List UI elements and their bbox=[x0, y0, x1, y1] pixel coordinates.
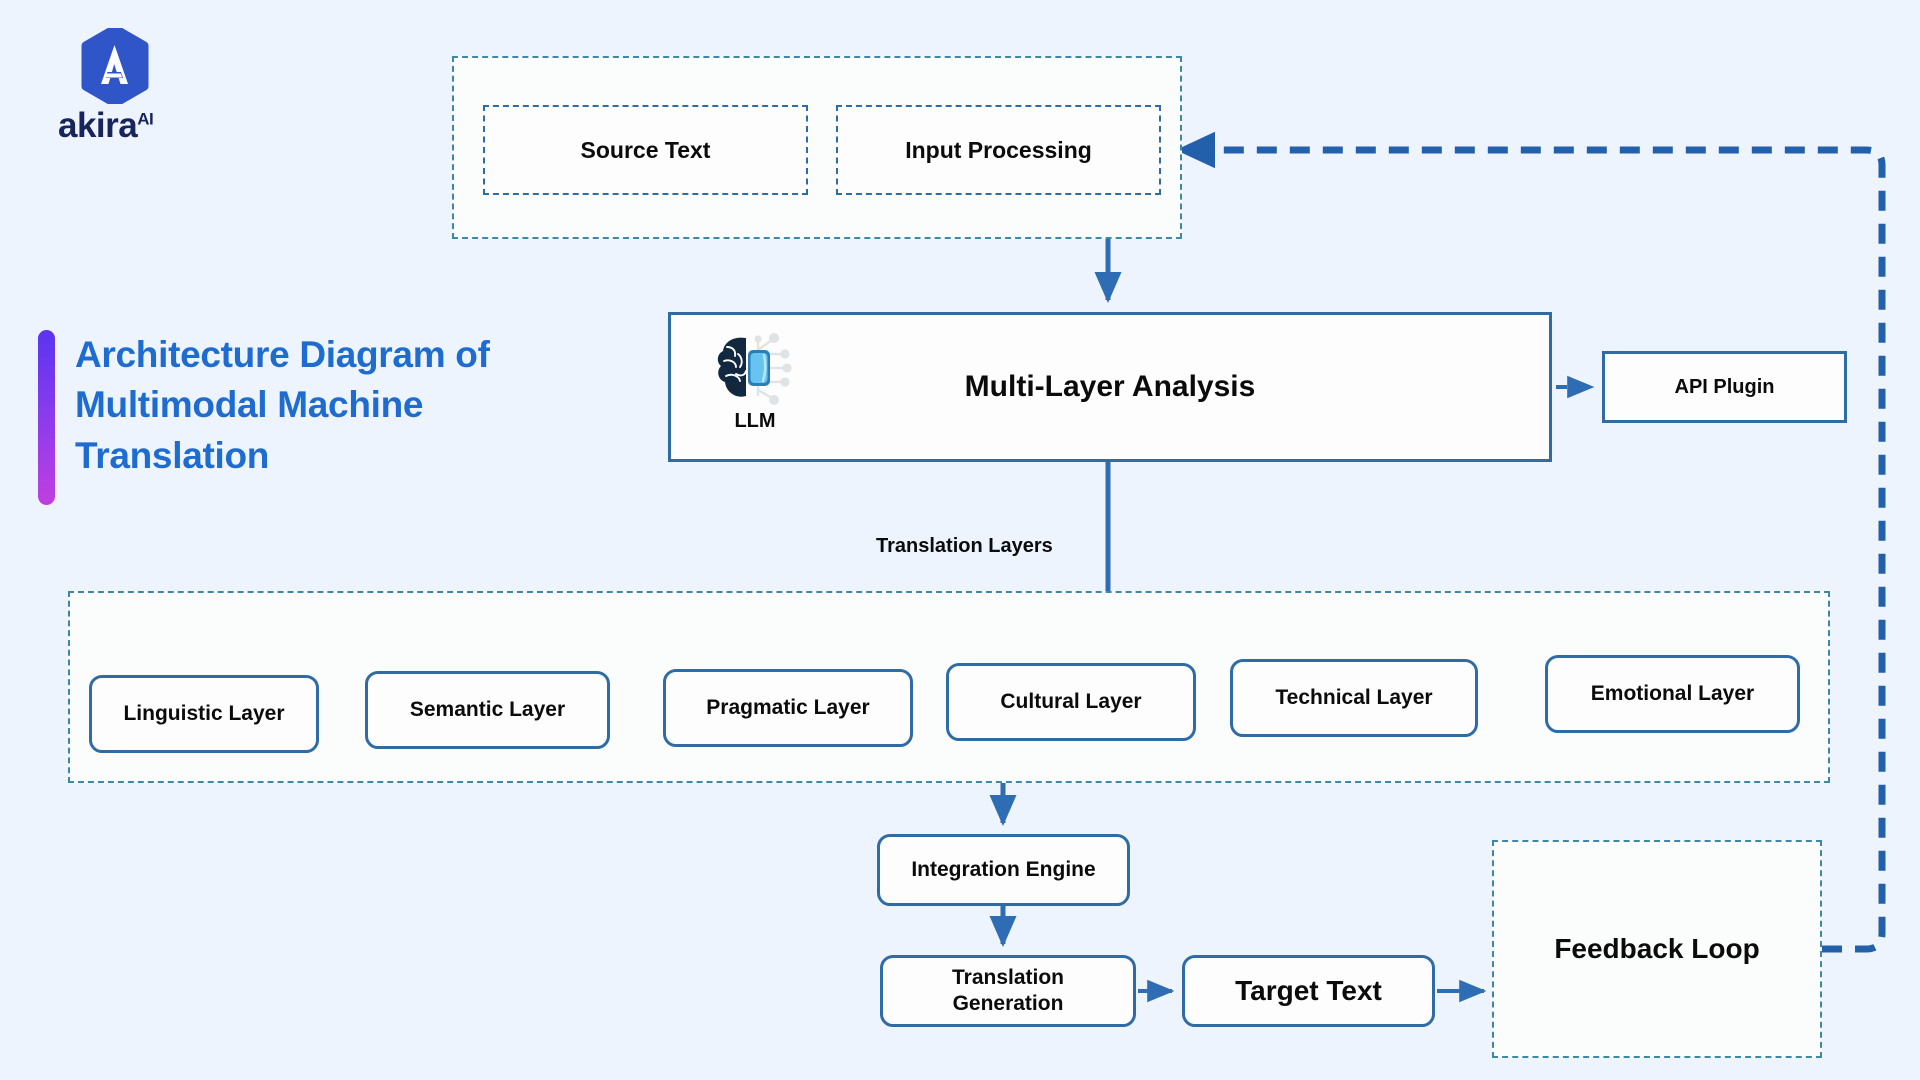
node-input-processing[interactable]: Input Processing bbox=[836, 105, 1161, 195]
node-linguistic-layer[interactable]: Linguistic Layer bbox=[89, 675, 319, 753]
node-technical-layer[interactable]: Technical Layer bbox=[1230, 659, 1478, 737]
node-pragmatic-layer[interactable]: Pragmatic Layer bbox=[663, 669, 913, 747]
brand-wordmark: akiraAI bbox=[58, 106, 154, 146]
node-integration-engine[interactable]: Integration Engine bbox=[877, 834, 1130, 906]
node-api-plugin[interactable]: API Plugin bbox=[1602, 351, 1847, 423]
node-target-text[interactable]: Target Text bbox=[1182, 955, 1435, 1027]
brand-wordmark-text: akira bbox=[58, 106, 138, 145]
page-title: Architecture Diagram of Multimodal Machi… bbox=[75, 330, 555, 481]
translation-layers-label: Translation Layers bbox=[876, 535, 1053, 557]
title-accent-bar bbox=[38, 330, 55, 505]
llm-badge: LLM bbox=[700, 330, 810, 445]
node-cultural-layer[interactable]: Cultural Layer bbox=[946, 663, 1196, 741]
translation-generation-line-2: Generation bbox=[952, 992, 1064, 1015]
node-source-text[interactable]: Source Text bbox=[483, 105, 808, 195]
brain-chip-icon bbox=[717, 333, 792, 405]
node-feedback-loop[interactable]: Feedback Loop bbox=[1492, 840, 1822, 1058]
page-title-line-2: Multimodal Machine bbox=[75, 384, 424, 426]
node-multi-layer-analysis[interactable]: Multi-Layer Analysis bbox=[668, 312, 1552, 462]
brand-wordmark-superscript: AI bbox=[137, 109, 154, 129]
brand-logo: akiraAI bbox=[58, 28, 278, 145]
akira-logo-hexagon-a-icon bbox=[81, 28, 149, 104]
node-semantic-layer[interactable]: Semantic Layer bbox=[365, 671, 610, 749]
node-emotional-layer[interactable]: Emotional Layer bbox=[1545, 655, 1800, 733]
translation-generation-line-1: Translation bbox=[951, 966, 1065, 990]
node-translation-generation[interactable]: Translation Generation bbox=[880, 955, 1136, 1027]
edge-feedback-to-input bbox=[1175, 131, 1886, 953]
page-title-line-1: Architecture Diagram of bbox=[75, 334, 490, 375]
page-title-line-3: Translation bbox=[75, 434, 270, 476]
llm-label: LLM bbox=[734, 410, 776, 432]
